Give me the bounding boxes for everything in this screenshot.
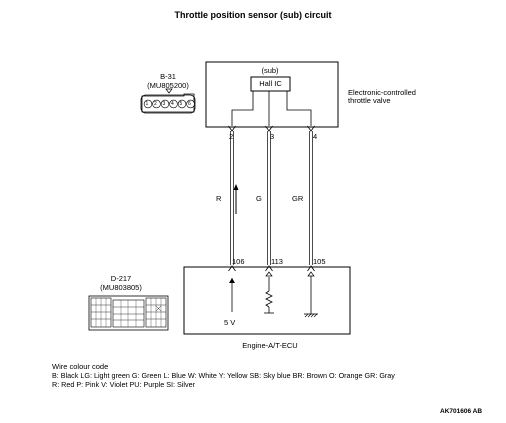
resistor-symbol [264, 271, 274, 314]
b31-pin-label-2: 2 [154, 100, 157, 107]
ecu-box [183, 266, 351, 335]
b31-pin-1 [143, 99, 153, 109]
legend-line1: B: Black LG: Light green G: Green L: Blu… [52, 371, 395, 380]
valve-pin-4: 4 [313, 132, 318, 141]
wire-label-r: R [216, 194, 222, 203]
b31-pin-label-3: 3 [162, 100, 166, 107]
supply-5v-label: 5 V [224, 318, 236, 327]
b31-pin-label-1: 1 [145, 100, 149, 107]
b31-pin-label-6: 6 [188, 100, 191, 107]
wire-r [230, 131, 234, 265]
hall-ic-label: Hall IC [259, 79, 282, 88]
ground-symbol [304, 271, 318, 318]
valve-desc-line2: throttle valve [348, 96, 391, 105]
wire-gr [309, 131, 313, 265]
valve-pin-2: 2 [229, 132, 234, 141]
connector-b31-id: B-31 [160, 72, 176, 81]
diagram-title: Throttle position sensor (sub) circuit [174, 10, 332, 20]
b31-pin-4 [169, 99, 178, 109]
connector-d217-shape [88, 295, 169, 331]
b31-pin-2 [152, 99, 161, 109]
valve-desc-line1: Electronic-controlled [348, 88, 416, 97]
figure-code: AK701606 AB [440, 408, 483, 415]
legend-heading: Wire colour code [52, 362, 109, 371]
ecu-pin-105: 105 [313, 257, 326, 266]
wire-label-gr: GR [292, 194, 304, 203]
b31-pin-6 [186, 99, 195, 109]
connector-d217-id: D-217 [110, 274, 132, 283]
ecu-label: Engine-A/T-ECU [242, 341, 298, 350]
b31-pin-label-4: 4 [171, 100, 174, 107]
connector-b31-part: (MU805200) [147, 81, 189, 90]
current-flow-arrow [233, 184, 239, 214]
ecu-pin-106: 106 [232, 257, 245, 266]
supply-5v-symbol [229, 278, 235, 312]
connector-d217-part: (MU803805) [100, 283, 142, 292]
sub-label: (sub) [261, 66, 279, 75]
connector-b31-shape [140, 88, 196, 114]
b31-pin-label-5: 5 [179, 100, 183, 107]
b31-pin-5 [177, 99, 187, 109]
ecu-pin-113: 113 [271, 257, 283, 266]
wire-g [267, 131, 271, 265]
legend-line2: R: Red P: Pink V: Violet PU: Purple SI: … [52, 380, 196, 389]
valve-pin-3: 3 [270, 132, 275, 141]
b31-pin-3 [160, 99, 170, 109]
wire-label-g: G [256, 194, 262, 203]
hall-ic-box [250, 76, 291, 92]
